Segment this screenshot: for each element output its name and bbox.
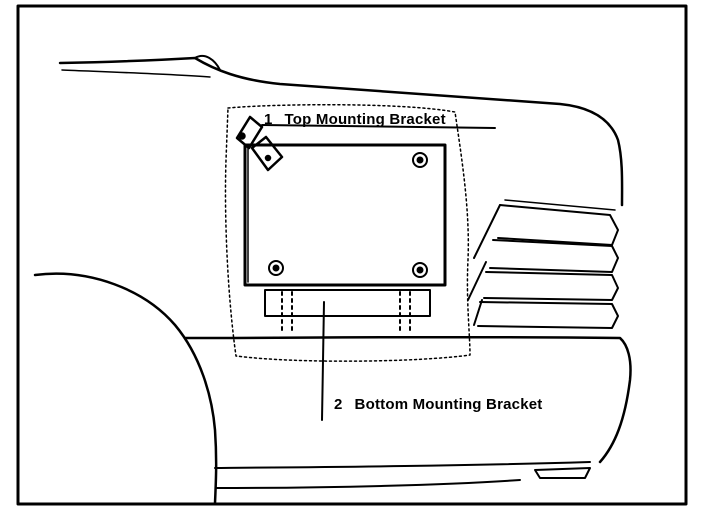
control-module	[243, 143, 447, 287]
hood-crease	[61, 69, 211, 78]
figure-border	[16, 4, 688, 506]
callout-2-leader	[321, 301, 325, 421]
bottom-mounting-bracket	[264, 289, 431, 331]
bumper-tip	[534, 467, 591, 479]
cutaway-region	[224, 103, 471, 362]
grille	[467, 199, 619, 329]
callout-1-number: 1	[264, 111, 273, 128]
screw-icons	[268, 152, 428, 278]
callout-1: 1 Top Mounting Bracket	[264, 111, 446, 128]
hood-ornament	[194, 54, 221, 71]
callout-2-number: 2	[334, 396, 343, 413]
callout-2: 2 Bottom Mounting Bracket	[334, 396, 542, 413]
callout-1-text: Top Mounting Bracket	[284, 111, 446, 128]
callout-2-text: Bottom Mounting Bracket	[354, 396, 543, 413]
bumper-upper	[183, 335, 632, 464]
hood-line	[58, 56, 624, 207]
valance-line	[215, 479, 521, 489]
wheel-arch	[33, 272, 218, 505]
callout-1-leader	[261, 124, 496, 129]
bumper-lower	[214, 461, 591, 469]
top-mounting-bracket	[235, 115, 284, 172]
